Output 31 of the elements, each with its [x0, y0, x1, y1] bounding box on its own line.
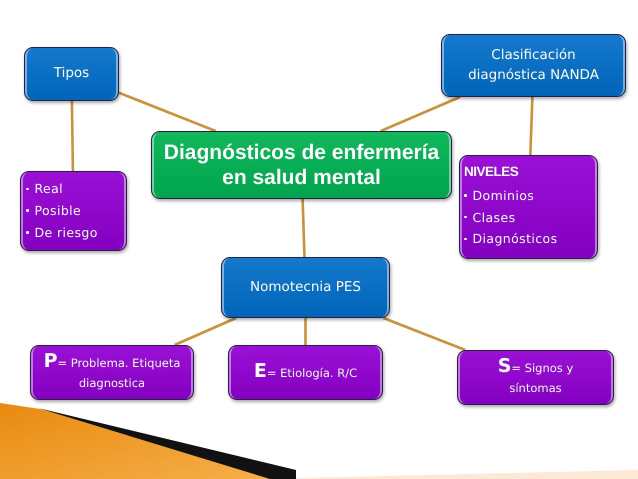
node-text: S= Signos y síntomas	[496, 356, 574, 396]
node-text: Nomotecnia PES	[250, 278, 361, 297]
central-topic-box	[151, 131, 452, 199]
title-text: Diagnósticos de enfermería en salud mental	[162, 140, 440, 190]
list-box	[459, 155, 598, 259]
list-item: De riesgo	[34, 224, 98, 240]
list-item: Clases	[472, 210, 516, 225]
connector-line	[529, 96, 534, 156]
list-item: Posible	[34, 203, 82, 218]
topic-box	[457, 350, 614, 405]
list-item: Dominios	[472, 188, 534, 203]
topic-box	[228, 345, 383, 400]
node-text: E= Etiología. R/C	[254, 362, 358, 384]
connector-line	[70, 100, 74, 172]
topic-box	[30, 345, 194, 400]
heading-text: NIVELES	[464, 164, 518, 179]
list-item: Diagnósticos	[472, 231, 558, 246]
connector-line	[382, 316, 466, 352]
connector-line	[301, 198, 306, 258]
connector-line	[118, 92, 216, 132]
list-item: Real	[34, 181, 64, 196]
connector-line	[174, 316, 237, 346]
connector-line	[380, 96, 461, 132]
topic-box	[24, 47, 119, 101]
topic-box	[441, 34, 626, 97]
connector-line	[304, 318, 307, 345]
node-text: Tipos	[54, 64, 90, 84]
node-text: P= Problema. Etiqueta diagnostica	[42, 352, 182, 392]
list-box	[20, 171, 127, 251]
topic-box	[221, 257, 390, 318]
node-text: Clasificación diagnóstica NANDA	[467, 46, 600, 84]
